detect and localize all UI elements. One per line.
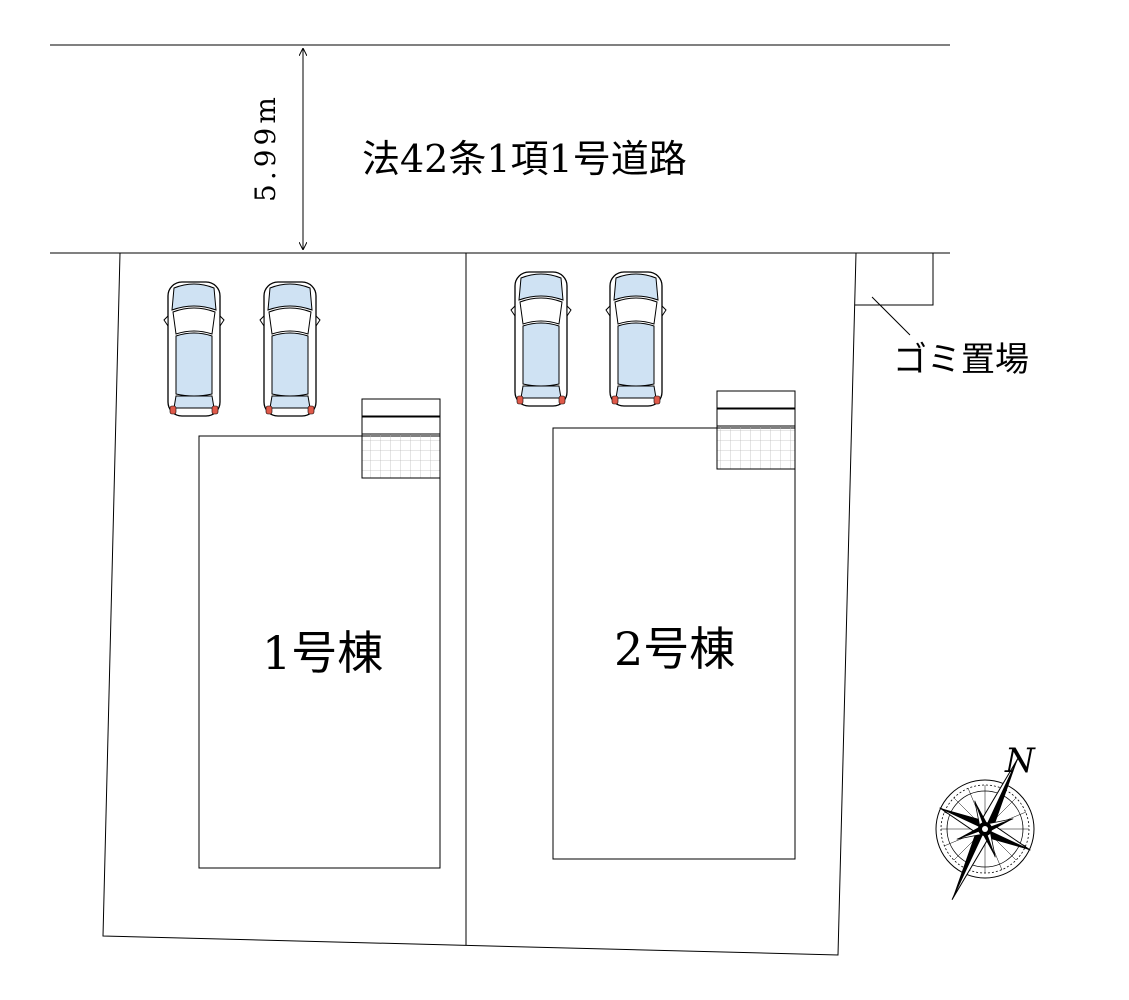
house-1-entrance	[361, 398, 441, 479]
site-boundary	[102, 252, 857, 956]
garbage-leader-line	[871, 296, 911, 336]
compass-rose-icon	[935, 758, 1035, 900]
house-2-entrance	[716, 390, 796, 470]
parking-car-2a	[510, 271, 572, 407]
house-1-label: 1号棟	[262, 626, 384, 680]
parking-car-1a	[163, 281, 225, 417]
house-2-label: 2号棟	[614, 622, 736, 676]
road-label: 法42条1項1号道路	[362, 137, 687, 181]
garbage-area-box	[855, 252, 934, 306]
house-2-footprint	[552, 427, 796, 860]
parking-car-1b	[259, 281, 321, 417]
road-width-label: 5.99m	[249, 93, 282, 202]
house-1-footprint	[198, 435, 441, 869]
garbage-area-label: ゴミ置場	[893, 340, 1029, 380]
parking-car-2b	[605, 271, 667, 407]
north-label: N	[1005, 741, 1035, 781]
